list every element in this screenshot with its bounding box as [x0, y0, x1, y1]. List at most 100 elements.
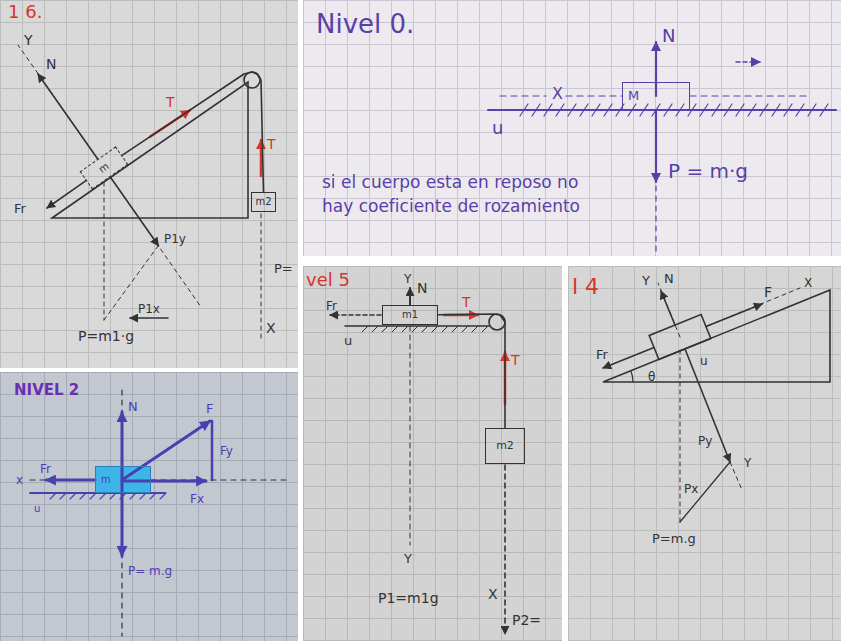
label-slot: Fr — [326, 295, 337, 314]
force-arrow — [121, 412, 124, 479]
force-arrow — [122, 421, 210, 480]
hanging-mass: m2 — [251, 192, 276, 212]
level-panel: vel 5 m1 m2 — [303, 266, 562, 641]
force-label: N — [128, 400, 138, 415]
force-label: Y — [744, 457, 751, 471]
force-label: P1=m1g — [378, 590, 439, 606]
force-arrow — [122, 480, 206, 483]
label-slot: X — [266, 318, 276, 337]
force-label: T — [462, 294, 471, 310]
force-label: θ — [648, 371, 655, 385]
force-arrow — [655, 110, 657, 182]
force-label: X — [488, 586, 498, 602]
label-slot: T — [166, 92, 175, 111]
force-label: T — [166, 94, 175, 110]
label-slot: si el cuerpo esta en reposo no hay coefi… — [322, 170, 580, 218]
axis-line — [680, 350, 681, 522]
label-slot: Fy — [220, 440, 233, 459]
force-label: N — [417, 280, 427, 296]
label-slot: Py — [698, 430, 712, 449]
label-slot: F — [764, 282, 772, 301]
note-text: si el cuerpo esta en reposo no hay coefi… — [322, 170, 580, 218]
force-label: u — [344, 334, 352, 349]
level-panel: l 4 — [568, 266, 841, 641]
ground-hatch — [50, 493, 166, 499]
force-label: Y — [24, 32, 33, 48]
force-label: P=m.g — [652, 532, 696, 547]
mass-label: m — [97, 160, 112, 175]
force-label: P1x — [138, 303, 160, 317]
label-slot: u — [34, 497, 40, 516]
mass-label: M — [628, 89, 639, 104]
label-slot: T — [267, 134, 276, 153]
force-label: P= — [274, 262, 293, 277]
label-slot: T — [511, 350, 520, 369]
label-slot: P1y — [164, 228, 186, 247]
force-label: N — [46, 56, 56, 72]
label-slot: Y — [24, 30, 33, 49]
mass-label: m2 — [496, 440, 514, 453]
axis-line — [730, 462, 742, 490]
label-slot: N — [417, 278, 427, 297]
mass-block: m1 — [382, 305, 438, 325]
label-slot: N — [664, 268, 674, 287]
axis-line — [658, 283, 680, 337]
incline — [52, 82, 248, 218]
force-arrow — [47, 181, 86, 208]
label-slot: N — [662, 26, 675, 47]
force-component — [211, 421, 214, 480]
label-slot: X — [804, 272, 812, 291]
force-arrow — [685, 349, 730, 462]
force-label: X — [552, 85, 563, 103]
force-arrow — [409, 288, 411, 305]
axis-line — [655, 186, 656, 254]
grid-paper — [0, 372, 298, 641]
level-panel: NIVEL 2 m — [0, 372, 298, 641]
rest-drawing — [488, 42, 836, 254]
label-slot: P=m1·g — [78, 326, 134, 345]
force-arrow — [330, 314, 381, 316]
force-label: P2= — [512, 612, 541, 628]
grid-paper — [303, 266, 562, 641]
label-slot: X — [552, 84, 563, 103]
force-label: P=m1·g — [78, 328, 134, 344]
force-label: Y — [404, 273, 411, 287]
force-label: N — [664, 272, 674, 287]
force-label: P1y — [164, 233, 186, 247]
label-slot: F — [206, 398, 213, 417]
force-label: Fr — [14, 202, 26, 217]
label-slot: u — [492, 118, 503, 139]
mass-label: m2 — [255, 196, 271, 208]
label-slot: T — [462, 292, 471, 311]
force-label: N — [662, 26, 675, 47]
force-label: Fr — [326, 300, 337, 314]
incline — [603, 290, 830, 382]
label-slot: P= m.g — [128, 560, 172, 579]
level-title: l 4 — [572, 274, 599, 299]
label-slot: u — [344, 330, 352, 349]
label-slot: N — [46, 54, 56, 73]
mass-block: M — [622, 82, 690, 110]
force-arrow — [38, 74, 98, 159]
force-label: X — [266, 320, 276, 336]
axis-line — [261, 214, 262, 340]
label-slot: Y — [404, 268, 411, 287]
force-label: T — [511, 352, 520, 368]
force-arrow — [110, 177, 158, 246]
level-title: vel 5 — [306, 270, 350, 291]
ground-hatch — [362, 326, 488, 332]
level-title: 1 6. — [8, 2, 42, 23]
label-slot: Fr — [596, 344, 608, 363]
label-slot: Fr — [40, 458, 51, 477]
level-title: NIVEL 2 — [14, 382, 79, 399]
force-label: Py — [698, 435, 712, 449]
force-component — [680, 462, 730, 522]
force-label: Fr — [40, 463, 51, 477]
force-label: F — [764, 284, 772, 300]
mass-label: m — [101, 474, 111, 486]
label-slot: Fx — [190, 488, 204, 507]
incline-force-drawing — [603, 283, 830, 522]
axis-line — [30, 479, 290, 480]
